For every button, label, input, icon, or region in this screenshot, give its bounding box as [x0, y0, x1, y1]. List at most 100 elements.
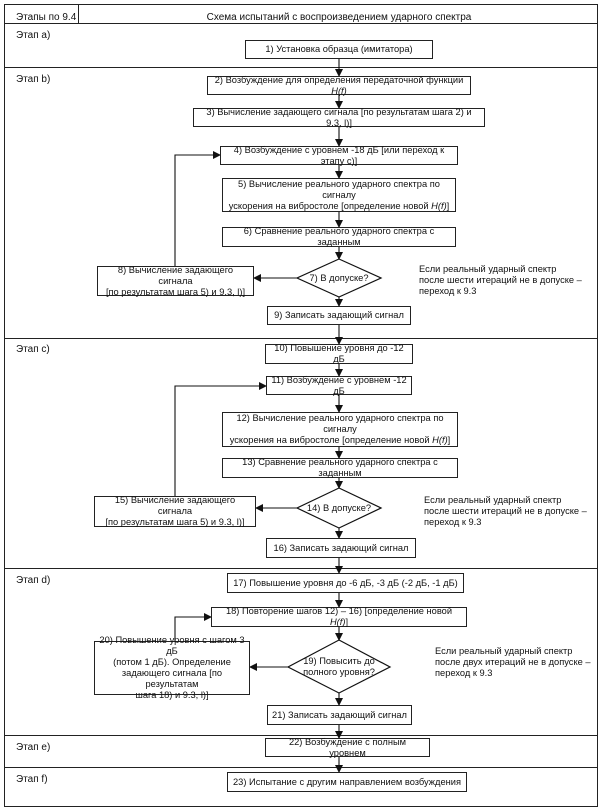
decision-19-line-2: полного уровня? — [303, 667, 375, 677]
note-stage-d-line-2: после двух итераций не в допуске – — [435, 657, 591, 667]
stage-label-a: Этап а) — [16, 30, 51, 41]
note-stage-c: Если реальный ударный спектр после шести… — [424, 495, 587, 528]
step-8-line-1: 8) Вычисление задающего сигнала — [117, 264, 234, 286]
note-stage-b: Если реальный ударный спектр после шести… — [419, 264, 582, 297]
header-stages-label: Этапы по 9.4 — [16, 12, 77, 23]
step-8-text: 8) Вычисление задающего сигнала [по резу… — [102, 265, 249, 298]
step-12-hf-symbol: H(f) — [432, 435, 448, 445]
step-5-line-2-end: ] — [446, 200, 450, 211]
step-9-text: 9) Записать задающий сигнал — [274, 310, 404, 320]
diagram-title: Схема испытаний с воспроизведением ударн… — [206, 12, 472, 23]
step-6-box: 6) Сравнение реального ударного спектра … — [222, 226, 456, 247]
step-4-box: 4) Возбуждение с уровнем -18 дБ [или пер… — [220, 144, 458, 166]
step-21-box: 21) Записать задающий сигнал — [267, 705, 412, 725]
note-stage-b-line-2: после шести итераций не в допуске – — [419, 275, 582, 285]
step-4-text: 4) Возбуждение с уровнем -18 дБ [или пер… — [233, 144, 445, 166]
step-8-box: 8) Вычисление задающего сигнала [по резу… — [97, 265, 254, 298]
header-divider — [78, 4, 79, 23]
stage-label-f: Этап f) — [16, 774, 48, 785]
arrow-20-18 — [174, 613, 212, 641]
step-5-line-2: ускорения на вибростоле [определение нов… — [227, 201, 451, 212]
step-8-line-2: [по результатам шага 5) и 9.3, l)] — [105, 286, 246, 297]
step-23-box: 23) Испытание с другим направлением возб… — [227, 772, 467, 792]
decision-7-shape — [295, 258, 383, 298]
step-20-line-2: (потом 1 дБ). Определение — [113, 657, 231, 667]
step-15-box: 15) Вычисление задающего сигнала [по рез… — [94, 495, 256, 528]
note-stage-b-line-1: Если реальный ударный спектр — [419, 264, 557, 274]
step-6-text: 6) Сравнение реального ударного спектра … — [243, 226, 435, 247]
stage-label-e: Этап е) — [16, 742, 51, 753]
step-5-hf-symbol: H(f) — [431, 200, 447, 211]
note-stage-c-line-2: после шести итераций не в допуске – — [424, 506, 587, 516]
step-18-text-end: ] — [345, 617, 349, 627]
step-18-text: 18) Повторение шагов 12) – 16) [определе… — [216, 606, 462, 628]
stage-label-d: Этап d) — [16, 575, 51, 586]
step-1-text: 1) Установка образца (имитатора) — [265, 44, 413, 54]
step-15-line-2: [по результатам шага 5) и 9.3, l)] — [105, 517, 245, 527]
step-18-text-main: 18) Повторение шагов 12) – 16) [определе… — [225, 606, 453, 616]
step-20-line-3: задающего сигнала [по результатам — [121, 668, 223, 689]
step-20-box: 20) Повышение уровня с шагом 3 дБ (потом… — [94, 635, 250, 700]
step-18-hf-symbol: H(f) — [329, 617, 346, 627]
step-2-text: 2) Возбуждение для определения передаточ… — [212, 75, 466, 97]
step-21-text: 21) Записать задающий сигнал — [272, 709, 407, 720]
step-12-line-1: 12) Вычисление реального ударного спектр… — [236, 413, 444, 434]
decision-19-label: 19) Повысить до полного уровня? — [300, 655, 378, 679]
separator-header — [4, 23, 598, 24]
step-20-text: 20) Повышение уровня с шагом 3 дБ (потом… — [99, 635, 245, 701]
step-12-line-2: ускорения на вибростоле [определение нов… — [227, 435, 453, 446]
step-1-box: 1) Установка образца (имитатора) — [245, 40, 433, 59]
step-20-line-4: шага 18) и 9.3, l)] — [135, 690, 209, 700]
note-stage-d-line-1: Если реальный ударный спектр — [435, 646, 573, 656]
step-13-box: 13) Сравнение реального ударного спектра… — [222, 457, 458, 478]
step-16-box: 16) Записать задающий сигнал — [266, 538, 416, 558]
decision-14-shape — [295, 487, 383, 529]
step-5-text: 5) Вычисление реального ударного спектра… — [227, 179, 451, 212]
step-9-box: 9) Записать задающий сигнал — [267, 306, 411, 325]
step-20-line-1: 20) Повышение уровня с шагом 3 дБ — [99, 635, 245, 656]
step-17-text: 17) Повышение уровня до -6 дБ, -3 дБ (-2… — [233, 577, 458, 588]
decision-14-label: 14) В допуске? — [306, 502, 372, 513]
step-10-box: 10) Повышение уровня до -12 дБ — [265, 343, 413, 364]
note-stage-d: Если реальный ударный спектр после двух … — [435, 646, 591, 679]
step-11-box: 11) Возбуждение с уровнем -12 дБ — [266, 374, 412, 396]
step-22-box: 22) Возбуждение с полным уровнем — [265, 736, 430, 758]
step-12-line-2-end: ] — [447, 435, 451, 445]
step-15-text: 15) Вычисление задающего сигнала [по рез… — [99, 495, 251, 528]
diagram-frame — [4, 4, 598, 807]
step-2-box: 2) Возбуждение для определения передаточ… — [207, 75, 471, 97]
step-2-label: 2) Возбуждение для определения передаточ… — [214, 74, 464, 85]
step-22-text: 22) Возбуждение с полным уровнем — [288, 736, 407, 758]
step-12-box: 12) Вычисление реального ударного спектр… — [222, 412, 458, 447]
step-13-text: 13) Сравнение реального ударного спектра… — [242, 457, 438, 478]
stage-label-b: Этап b) — [16, 74, 51, 85]
note-stage-c-line-1: Если реальный ударный спектр — [424, 495, 562, 505]
separator-stage-c — [4, 568, 598, 569]
decision-7-label: 7) В допуске? — [309, 272, 369, 283]
separator-stage-e — [4, 767, 598, 768]
separator-stage-d — [4, 735, 598, 736]
step-5-line-1: 5) Вычисление реального ударного спектра… — [238, 178, 440, 200]
step-18-box: 18) Повторение шагов 12) – 16) [определе… — [211, 606, 467, 628]
step-15-line-1: 15) Вычисление задающего сигнала — [114, 495, 236, 516]
separator-stage-b — [4, 338, 598, 339]
step-10-text: 10) Повышение уровня до -12 дБ — [274, 343, 404, 364]
step-5-box: 5) Вычисление реального ударного спектра… — [222, 178, 456, 212]
step-16-text: 16) Записать задающий сигнал — [273, 542, 409, 553]
note-stage-b-line-3: переход к 9.3 — [419, 286, 477, 296]
note-stage-d-line-3: переход к 9.3 — [435, 668, 493, 678]
step-11-text: 11) Возбуждение с уровнем -12 дБ — [271, 374, 407, 396]
step-17-box: 17) Повышение уровня до -6 дБ, -3 дБ (-2… — [227, 573, 464, 593]
separator-stage-a — [4, 67, 598, 68]
arrow-8-4 — [174, 151, 221, 266]
arrow-15-11 — [174, 382, 267, 496]
step-3-text: 3) Вычисление задающего сигнала [по резу… — [206, 106, 472, 128]
decision-19-line-1: 19) Повысить до — [303, 656, 375, 666]
decision-19-shape — [286, 639, 392, 694]
step-12-text: 12) Вычисление реального ударного спектр… — [227, 413, 453, 446]
note-stage-c-line-3: переход к 9.3 — [424, 517, 482, 527]
stage-label-c: Этап с) — [16, 344, 50, 355]
step-3-box: 3) Вычисление задающего сигнала [по резу… — [193, 106, 485, 128]
transfer-function-symbol: H(f) — [331, 85, 347, 96]
